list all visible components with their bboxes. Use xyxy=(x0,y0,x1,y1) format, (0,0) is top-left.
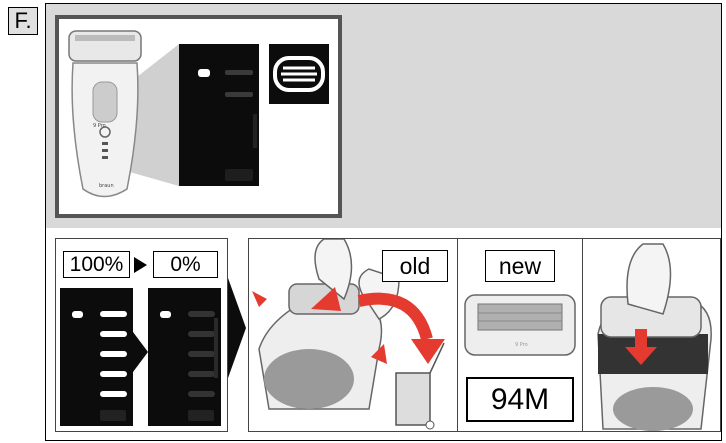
step-arrow-icon xyxy=(228,278,246,378)
lift-arrow-icon xyxy=(311,287,341,311)
discard-arrow-icon xyxy=(357,292,433,341)
foil-symbol-zoom xyxy=(269,44,329,104)
battery-plug-icon xyxy=(188,410,214,421)
foil-indicator-icon xyxy=(160,311,171,318)
shaver-neck xyxy=(598,334,708,374)
battery-segment xyxy=(100,391,127,397)
display-full-battery xyxy=(60,288,133,426)
battery-plug-icon xyxy=(225,169,253,181)
step-badge: F. xyxy=(8,7,38,35)
display-edge xyxy=(253,114,257,148)
shaver-grip xyxy=(613,387,693,431)
foil-symbol-outline xyxy=(273,56,325,92)
finger-icon xyxy=(626,243,672,315)
series-mark: 9 Pro xyxy=(515,342,528,348)
shaver-display-closeup xyxy=(179,44,259,186)
battery-plug-icon xyxy=(100,410,126,421)
battery-segment xyxy=(188,391,215,397)
shaver-grip xyxy=(264,349,354,409)
trash-bin-icon xyxy=(395,372,431,426)
trash-bin-wheel xyxy=(425,420,435,430)
press-arrow-icon xyxy=(371,344,387,364)
battery-segment xyxy=(100,371,127,377)
battery-segment xyxy=(188,311,215,317)
display-edge xyxy=(214,318,218,378)
display-bar xyxy=(225,70,253,75)
attach-head-illustration xyxy=(597,243,712,431)
foil-top xyxy=(75,35,135,41)
power-button-icon xyxy=(99,126,111,138)
discard-arrow-head xyxy=(411,339,445,364)
finger-icon xyxy=(314,239,353,301)
foil-symbol-icon xyxy=(273,56,325,92)
foil-indicator-icon xyxy=(198,69,210,77)
display-bar xyxy=(225,92,253,97)
push-arrow-head xyxy=(625,347,657,365)
play-arrow-shape xyxy=(134,257,147,273)
play-arrow-icon xyxy=(134,257,147,273)
shaver-illustration: 9 Pro braun xyxy=(68,30,179,198)
display-svg xyxy=(198,69,257,181)
indicator-light xyxy=(102,156,108,159)
battery-segment xyxy=(188,331,215,337)
foil-mesh xyxy=(477,303,563,331)
display-empty-svg xyxy=(160,311,218,421)
battery-segment xyxy=(100,351,127,357)
battery-segment xyxy=(100,311,127,317)
press-arrow-icon xyxy=(252,291,267,307)
display-full-svg xyxy=(72,311,127,421)
new-label: new xyxy=(485,250,555,282)
replacement-head-illustration: 9 Pro xyxy=(464,294,576,356)
battery-segment xyxy=(188,371,215,377)
indicator-light xyxy=(102,142,108,145)
old-label: old xyxy=(382,250,448,282)
remove-head-illustration xyxy=(252,239,445,430)
battery-empty-label: 0% xyxy=(153,251,218,278)
push-arrow-icon xyxy=(635,329,647,351)
brand-mark: braun xyxy=(99,183,114,189)
series-mark: 9 Pro xyxy=(93,123,106,129)
shaver-grip xyxy=(92,81,118,123)
display-empty-battery xyxy=(148,288,221,426)
indicator-light xyxy=(102,149,108,152)
battery-full-label: 100% xyxy=(63,251,130,278)
shaver-body-icon xyxy=(71,62,139,198)
part-number-label: 94M xyxy=(466,377,574,422)
battery-segment xyxy=(100,331,127,337)
foil-indicator-icon xyxy=(72,311,83,318)
transition-arrow-icon xyxy=(133,332,148,372)
trash-bin-lid xyxy=(429,342,445,374)
step-arrow-shape xyxy=(228,278,246,378)
transition-arrow-shape xyxy=(133,332,148,372)
battery-segment xyxy=(188,351,215,357)
